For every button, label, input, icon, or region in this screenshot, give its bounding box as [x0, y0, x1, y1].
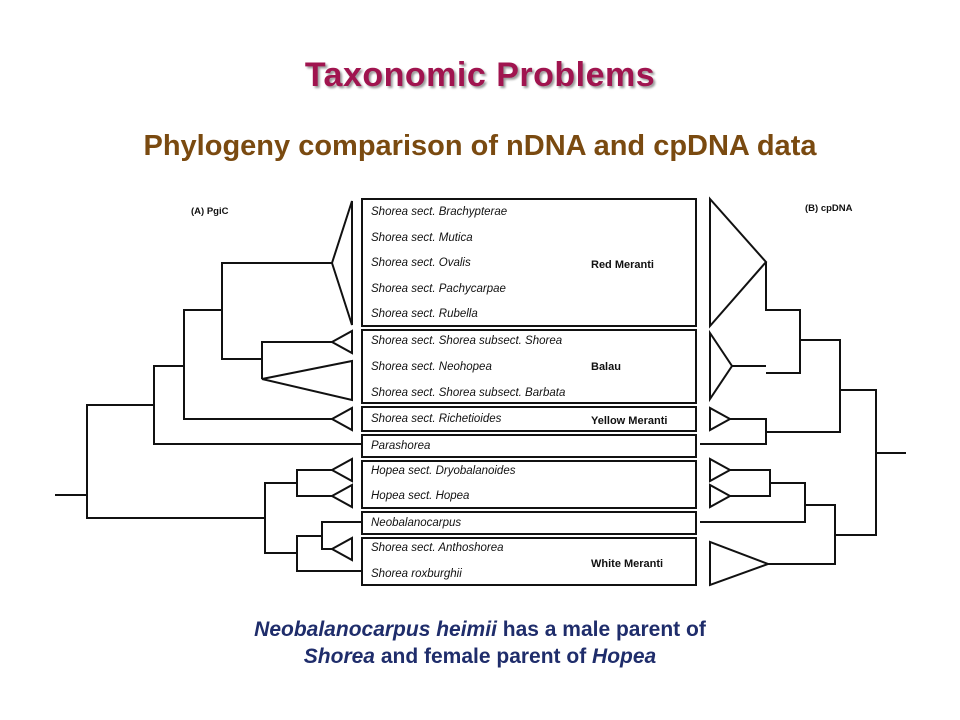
collapsed-clade-right-red-meranti: [709, 196, 768, 329]
collapsed-clade-richetioides: [329, 406, 353, 432]
collapsed-clade-dryobalanoides: [329, 457, 353, 483]
collapsed-clade-right-hopea: [709, 483, 733, 509]
taxon-label: Shorea sect. Richetioides: [371, 413, 502, 425]
collapsed-clade-anthoshorea: [329, 536, 353, 562]
caption-line-1: Neobalanocarpus heimii has a male parent…: [0, 616, 960, 643]
caption-text: has a male parent of: [496, 618, 706, 641]
taxon-label: Shorea sect. Brachypterae: [371, 206, 507, 218]
taxon-label: Shorea sect. Shorea subsect. Shorea: [371, 335, 562, 347]
caption-genus-shorea: Shorea: [303, 645, 375, 668]
caption-line-2: Shorea and female parent of Hopea: [0, 643, 960, 670]
taxon-label: Hopea sect. Hopea: [371, 490, 469, 502]
box-parashorea: [361, 434, 697, 458]
box-hopea: [361, 460, 697, 509]
taxon-label: Shorea sect. Pachycarpae: [371, 283, 506, 295]
group-label-yellow-meranti: Yellow Meranti: [591, 415, 667, 427]
collapsed-clade-right-white: [709, 540, 771, 587]
collapsed-clade-neohopea-barbata: [261, 359, 353, 402]
slide-subtitle: Phylogeny comparison of nDNA and cpDNA d…: [143, 130, 817, 162]
slide-title: Taxonomic Problems: [304, 56, 656, 94]
caption-species-name: Neobalanocarpus heimii: [254, 618, 497, 641]
group-label-white-meranti: White Meranti: [591, 558, 663, 570]
taxon-label: Hopea sect. Dryobalanoides: [371, 465, 516, 477]
taxon-label: Shorea sect. Shorea subsect. Barbata: [371, 387, 565, 399]
box-balau: [361, 329, 697, 404]
collapsed-clade-red-meranti: [330, 200, 353, 326]
taxon-label: Shorea sect. Neohopea: [371, 361, 492, 373]
collapsed-clade-right-balau: [709, 329, 734, 403]
box-red-meranti: [361, 198, 697, 327]
box-white-meranti: [361, 537, 697, 586]
collapsed-clade-right-dryobalanoides: [709, 457, 733, 483]
taxon-label: Shorea sect. Anthoshorea: [371, 542, 504, 554]
taxon-label: Neobalanocarpus: [371, 517, 461, 529]
right-tree-header: (B) cpDNA: [805, 203, 853, 214]
taxon-label: Shorea sect. Ovalis: [371, 257, 471, 269]
box-yellow-meranti: [361, 406, 697, 432]
left-tree-pgic: [55, 200, 362, 572]
taxon-label: Shorea roxburghii: [371, 568, 462, 580]
caption-text: and female parent of: [374, 645, 593, 668]
right-tree-cpdna: [700, 196, 906, 587]
collapsed-clade-shorea: [329, 329, 353, 355]
caption: Neobalanocarpus heimii has a male parent…: [0, 616, 960, 670]
left-tree-header: (A) PgiC: [191, 206, 229, 217]
taxon-label: Shorea sect. Rubella: [371, 308, 478, 320]
group-label-red-meranti: Red Meranti: [591, 259, 654, 271]
collapsed-clade-right-yellow: [709, 406, 733, 432]
taxon-label: Parashorea: [371, 440, 430, 452]
taxon-label: Shorea sect. Mutica: [371, 232, 473, 244]
group-label-balau: Balau: [591, 361, 621, 373]
collapsed-clade-hopea: [329, 483, 353, 509]
caption-genus-hopea: Hopea: [592, 645, 657, 668]
